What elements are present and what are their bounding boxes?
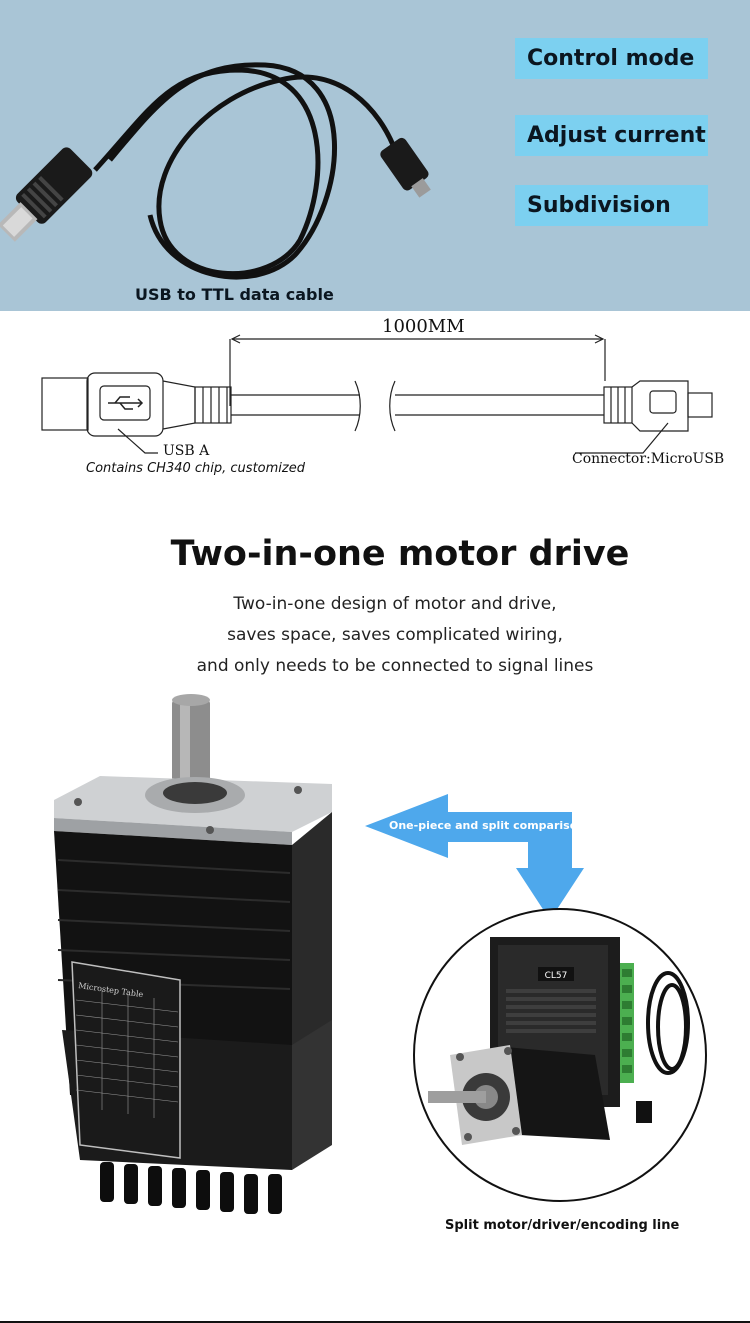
integrated-motor-image: Microstep Table (54, 694, 332, 1214)
comparison-label: One-piece and split comparison (389, 819, 586, 832)
cable-dimension-drawing (41, 334, 713, 454)
control-mode-tag: Control mode (515, 38, 708, 79)
description-line: saves space, saves complicated wiring, (227, 625, 563, 645)
subdivision-tag: Subdivision (515, 185, 708, 226)
usb-a-label: USB A (163, 443, 210, 459)
description-line: and only needs to be connected to signal… (196, 656, 594, 676)
cable-length-label: 1000MM (382, 316, 465, 337)
usb-ttl-cable-illustration (0, 62, 431, 280)
top-banner: Control mode Adjust current Subdivision … (0, 0, 750, 311)
svg-text:CL57: CL57 (545, 971, 568, 981)
section-title: Two-in-one motor drive (170, 534, 630, 574)
cable-caption: USB to TTL data cable (135, 285, 334, 304)
comparison-arrow (365, 794, 584, 920)
connector-label: Connector:MicroUSB (572, 451, 725, 467)
split-caption: Split motor/driver/encoding line (445, 1218, 680, 1233)
adjust-current-tag: Adjust current (515, 115, 708, 156)
bottom-divider (0, 1321, 750, 1323)
chip-note: Contains CH340 chip, customized (86, 461, 305, 476)
usb-logo-icon (108, 396, 144, 410)
description-line: Two-in-one design of motor and drive, (233, 594, 557, 614)
split-motor-driver-image: CL57 (413, 908, 707, 1202)
